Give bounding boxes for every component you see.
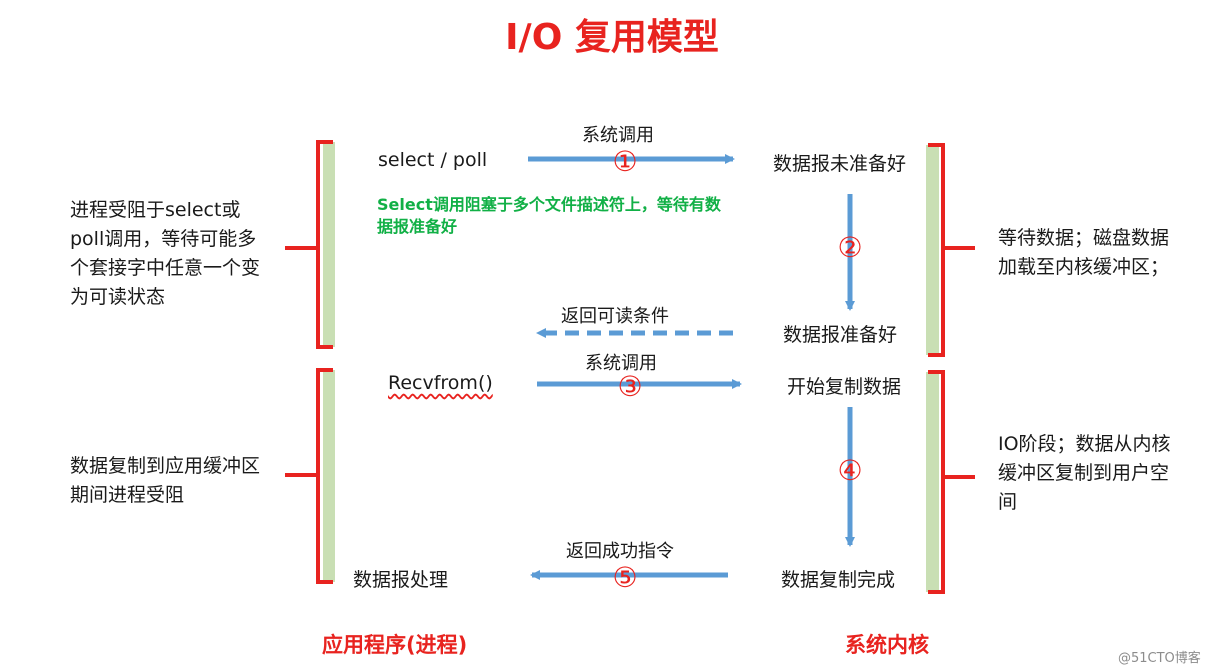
select-blocking-note: Select调用阻塞于多个文件描述符上，等待有数据报准备好 xyxy=(377,195,721,236)
left-bar-bottom xyxy=(323,370,335,582)
right-brace-bottom xyxy=(928,370,975,594)
right-bar-top xyxy=(926,145,939,355)
step-marker-3: ③ xyxy=(617,370,642,403)
left-top-description: 进程受阻于select或poll调用，等待可能多个套接字中任意一个变为可读状态 xyxy=(70,199,261,308)
left-brace-top xyxy=(285,140,333,349)
left-brace-bottom xyxy=(285,368,333,584)
datagram-not-ready-label: 数据报未准备好 xyxy=(773,153,907,175)
syscall-label-1: 系统调用 xyxy=(582,125,654,146)
diagram-title: I/O 复用模型 xyxy=(505,17,719,58)
step-marker-2: ② xyxy=(837,231,862,264)
system-kernel-label: 系统内核 xyxy=(845,633,929,657)
syscall-label-2: 系统调用 xyxy=(585,353,657,374)
datagram-ready-label: 数据报准备好 xyxy=(783,324,898,346)
copy-start-label: 开始复制数据 xyxy=(787,376,902,398)
left-bar-top xyxy=(323,142,335,347)
right-bar-bottom xyxy=(926,372,939,592)
right-top-description: 等待数据；磁盘数据加载至内核缓冲区； xyxy=(998,227,1170,278)
select-poll-label: select / poll xyxy=(378,149,488,171)
recvfrom-label: Recvfrom() xyxy=(388,372,493,394)
application-process-label: 应用程序(进程) xyxy=(322,633,468,657)
process-datagram-label: 数据报处理 xyxy=(353,569,449,591)
step-marker-1: ① xyxy=(612,145,637,178)
right-bottom-description: IO阶段；数据从内核缓冲区复制到用户空间 xyxy=(998,433,1171,513)
left-bottom-description: 数据复制到应用缓冲区期间进程受阻 xyxy=(70,455,261,506)
watermark: @51CTO博客 xyxy=(1118,651,1201,666)
return-success-label: 返回成功指令 xyxy=(566,541,674,562)
copy-done-label: 数据复制完成 xyxy=(781,569,896,591)
right-brace-top xyxy=(928,143,975,357)
return-readable-label: 返回可读条件 xyxy=(561,306,669,327)
step-marker-4: ④ xyxy=(837,454,862,487)
step-marker-5: ⑤ xyxy=(612,561,637,594)
